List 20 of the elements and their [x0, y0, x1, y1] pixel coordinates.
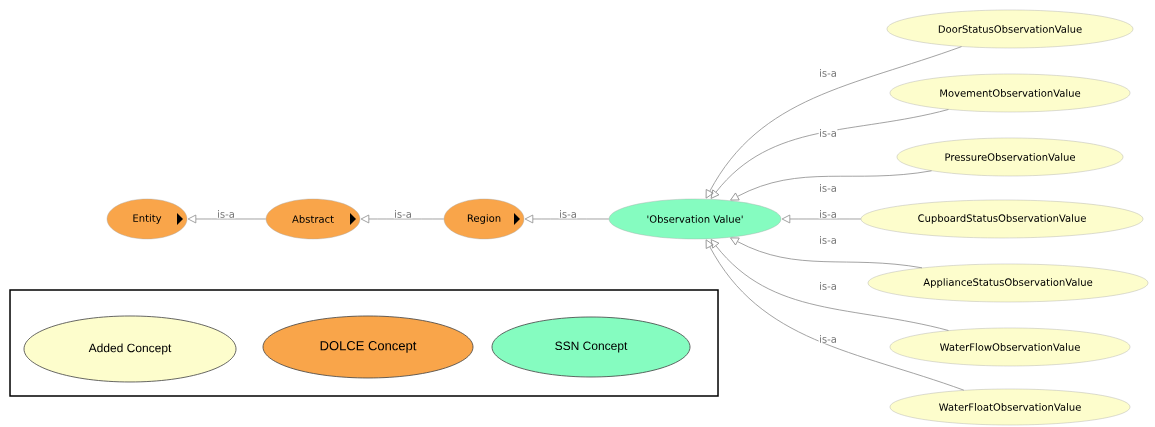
is-a-arrow: [730, 170, 932, 201]
is-a-arrow: [705, 46, 962, 199]
edge-label: is-a: [818, 128, 838, 138]
edge-label: is-a: [818, 209, 838, 219]
is-a-arrow: [705, 239, 965, 391]
edge-label: is-a: [216, 209, 236, 219]
is-a-arrow: [524, 214, 610, 224]
is-a-arrow: [187, 214, 267, 224]
is-a-arrow: [730, 237, 923, 269]
edge-label: is-a: [393, 209, 413, 219]
edge-label: is-a: [818, 183, 838, 193]
edge-label: is-a: [818, 68, 838, 78]
edge-label: is-a: [818, 235, 838, 245]
edge-label: is-a: [818, 334, 838, 344]
is-a-arrow: [781, 214, 862, 224]
is-a-arrow: [710, 239, 949, 331]
is-a-arrow: [710, 109, 949, 199]
edge-label: is-a: [818, 281, 838, 291]
edge-label: is-a: [558, 209, 578, 219]
is-a-arrow: [360, 214, 445, 224]
